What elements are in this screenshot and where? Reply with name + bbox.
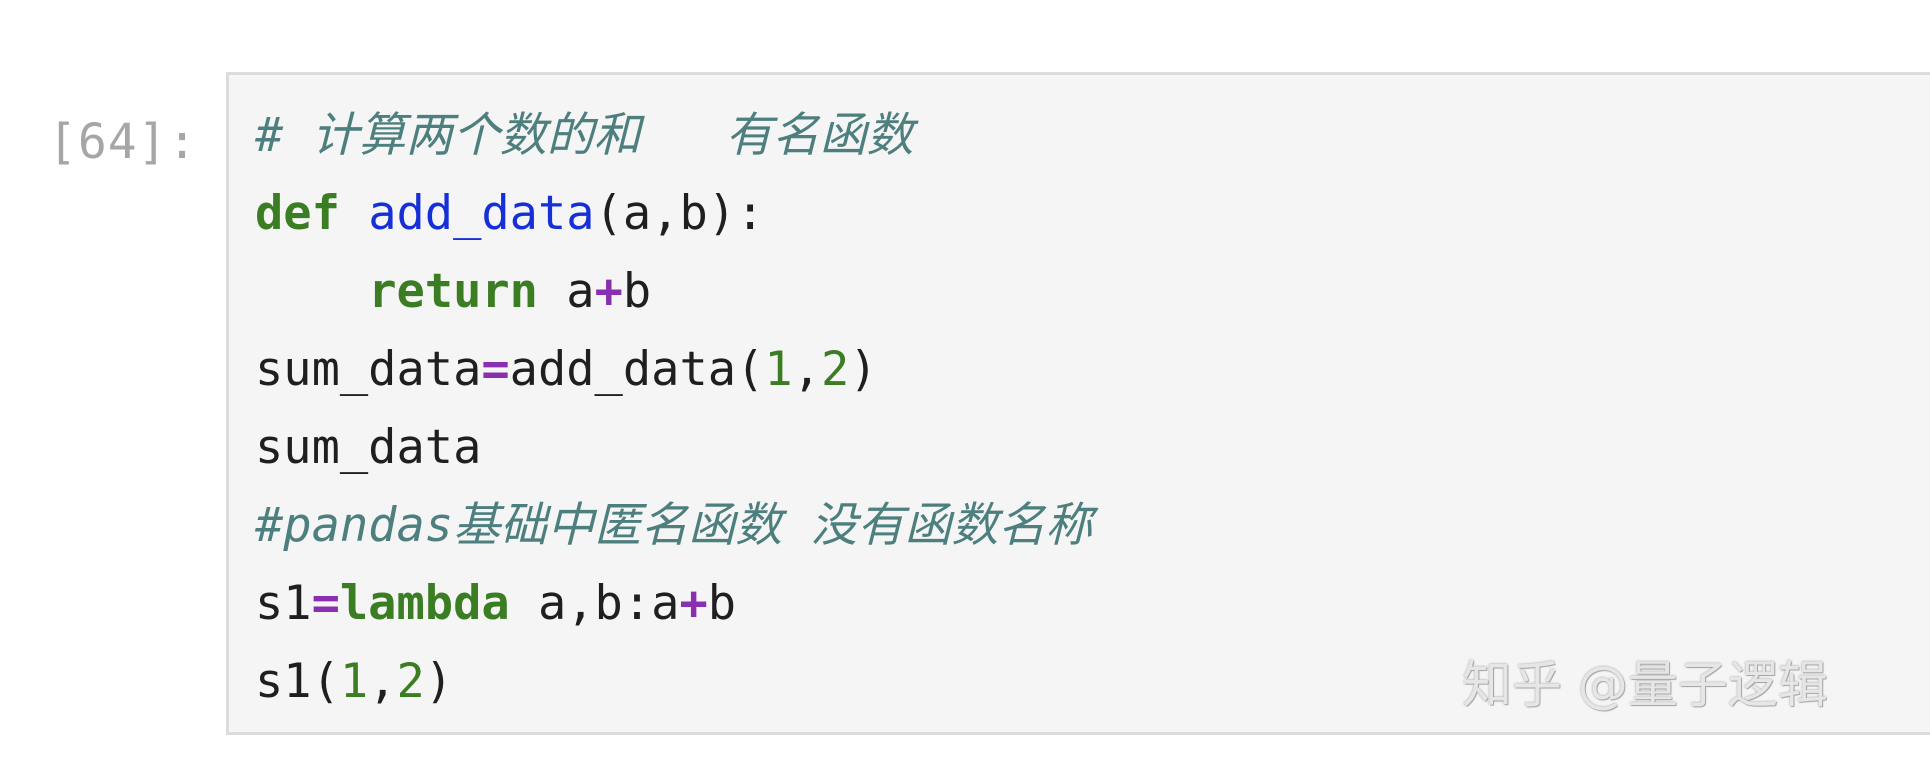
- code-token: +: [679, 576, 708, 631]
- code-token: s1(: [255, 654, 340, 709]
- code-token: b: [622, 264, 652, 319]
- code-token: [340, 186, 368, 241]
- code-token: a,b:a: [509, 576, 680, 631]
- code-token: b: [707, 576, 737, 631]
- code-token: #pandas基础中匿名函数 没有函数名称: [255, 498, 1093, 553]
- code-token: ): [849, 342, 878, 397]
- code-token: 1: [764, 342, 793, 397]
- code-token: sum_data: [255, 342, 482, 397]
- code-line: return a+b: [255, 253, 1092, 331]
- code-token: (a,b):: [594, 186, 765, 241]
- code-line: s1=lambda a,b:a+b: [255, 565, 1092, 643]
- code-token: sum_data: [255, 420, 482, 475]
- code-token: a: [537, 264, 595, 319]
- code-token: add_data(: [509, 342, 765, 397]
- code-token: return: [368, 264, 538, 319]
- code-token: ): [424, 654, 454, 709]
- code-token: [255, 264, 368, 319]
- code-token: s1: [255, 576, 312, 631]
- code-line: s1(1,2): [255, 643, 1092, 721]
- watermark: 知乎 @量子逻辑: [1462, 656, 1828, 714]
- code-token: lambda: [339, 576, 510, 631]
- code-token: # 计算两个数的和 有名函数: [255, 108, 914, 163]
- code-line: sum_data=add_data(1,2): [255, 331, 1092, 409]
- code-line: #pandas基础中匿名函数 没有函数名称: [255, 487, 1092, 565]
- code-token: ,: [792, 342, 821, 397]
- code-token: =: [481, 342, 510, 397]
- code-input-area[interactable]: [226, 72, 1930, 735]
- code-token: def: [255, 186, 340, 241]
- code-editor[interactable]: # 计算两个数的和 有名函数 def add_data(a,b): return …: [255, 97, 1092, 721]
- code-token: ,: [368, 654, 397, 709]
- code-token: 2: [820, 342, 850, 397]
- code-token: +: [594, 264, 623, 319]
- code-line: def add_data(a,b):: [255, 175, 1092, 253]
- code-line: # 计算两个数的和 有名函数: [255, 97, 1092, 175]
- code-token: 1: [339, 654, 369, 709]
- code-token: 2: [396, 654, 425, 709]
- execution-count-prompt: [64]:: [48, 114, 198, 170]
- code-token: =: [311, 576, 340, 631]
- code-line: sum_data: [255, 409, 1092, 487]
- code-token: add_data: [368, 186, 595, 241]
